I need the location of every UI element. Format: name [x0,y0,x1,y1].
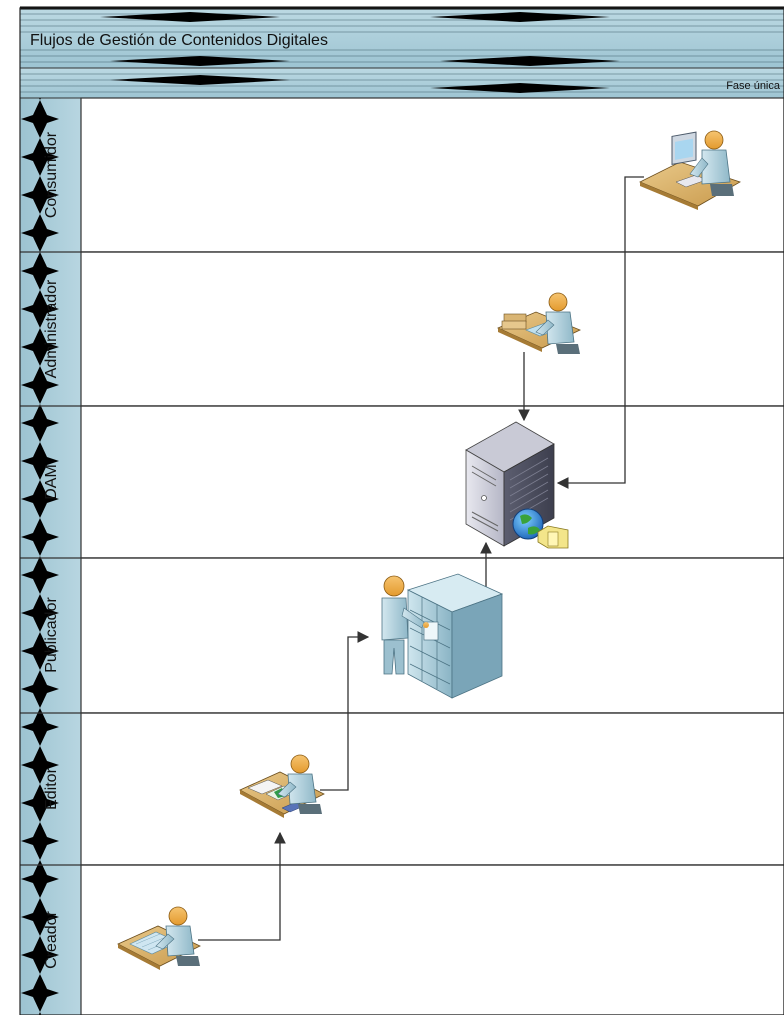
lane-label-dam: DAM [43,464,60,500]
person-at-storage-cabinets-icon [381,573,504,699]
phase-label: Fase única [726,80,781,92]
user-at-computer-icon [639,130,741,210]
lane-header-ornament [21,98,59,1015]
flow-connectors [198,176,644,941]
diagram-title: Flujos de Gestión de Contenidos Digitale… [30,32,328,49]
phase-bar [19,67,784,99]
lane-label-creador: Creador [43,910,60,968]
lane-label-editor: Editor [43,767,60,809]
lane-label-administrador: Administrador [43,279,60,378]
connector-creador-to-editor [198,831,286,941]
lane-creador [80,864,784,1015]
lane-dividers [20,251,784,866]
web-server-icon [465,421,569,549]
lane-administrador [80,251,784,407]
lane-label-publicador: Publicador [43,597,60,673]
diagram-header [19,6,784,69]
connector-consumidor-to-dam [556,176,644,489]
creator-at-desk-icon [117,906,201,970]
lane-label-consumidor: Consumidor [43,131,60,218]
editor-at-desk-icon [239,754,325,818]
worker-at-desk-icon [497,292,581,354]
lane-editor [80,712,784,866]
connector-editor-to-publicador [320,631,370,791]
diagram-frame [19,7,784,1015]
lane-dam [80,405,784,559]
